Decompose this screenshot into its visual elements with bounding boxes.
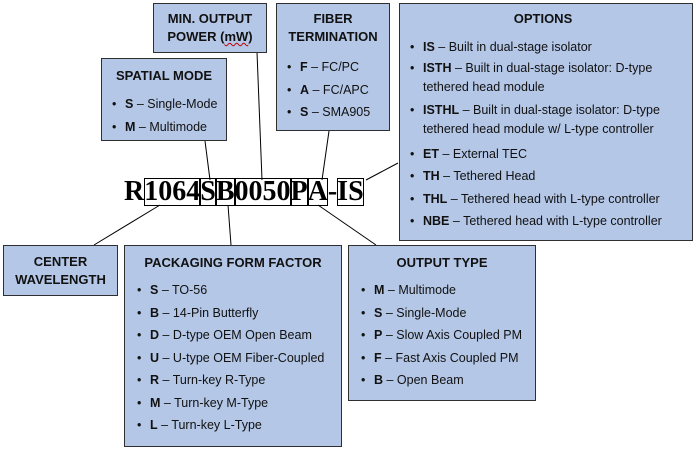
connector-spatial-mode [204, 140, 211, 181]
part-number-code: R1064SB0050PA-IS [124, 178, 364, 206]
list-item: ISTH – Built in dual-stage isolator: D-t… [408, 59, 686, 97]
center-wavelength-box: CENTER WAVELENGTH [3, 245, 118, 296]
list-item: U – U-type OEM Fiber-Coupled [135, 347, 341, 370]
list-item: ISTHL – Built in dual-stage isolator: D-… [408, 101, 686, 139]
spatial-mode-title: SPATIAL MODE [115, 68, 213, 83]
connector-options [365, 162, 399, 181]
list-item: M – Turn-key M-Type [135, 392, 341, 415]
code-segment-dash: - [327, 176, 338, 207]
connector-center-wavelength [93, 204, 161, 246]
min-output-power-title-line1: MIN. OUTPUT [167, 11, 253, 26]
fiber-termination-box: FIBER TERMINATION F – FC/PC A – FC/APC S… [276, 3, 390, 131]
packaging-form-factor-box: PACKAGING FORM FACTOR S – TO-56 B – 14-P… [124, 245, 342, 447]
code-segment-packaging: B [215, 176, 235, 207]
list-item: A – FC/APC [285, 79, 389, 102]
connector-fiber-termination [321, 130, 330, 181]
packaging-list: S – TO-56 B – 14-Pin Butterfly D – D-typ… [135, 279, 341, 437]
list-item: NBE – Tethered head with L-type controll… [408, 210, 686, 233]
output-type-list: M – Multimode S – Single-Mode P – Slow A… [359, 279, 535, 392]
list-item: IS – Built in dual-stage isolator [408, 36, 686, 59]
connector-output-type [317, 204, 377, 246]
spatial-mode-list: S – Single-Mode M – Multimode [110, 93, 226, 138]
list-item: F – Fast Axis Coupled PM [359, 347, 535, 370]
center-wavelength-title: CENTER WAVELENGTH [15, 254, 106, 287]
code-segment-output-type: P [290, 176, 308, 207]
list-item: P – Slow Axis Coupled PM [359, 324, 535, 347]
packaging-title: PACKAGING FORM FACTOR [144, 255, 322, 270]
list-item: F – FC/PC [285, 56, 389, 79]
list-item: S – TO-56 [135, 279, 341, 302]
options-box: OPTIONS IS – Built in dual-stage isolato… [399, 3, 693, 241]
min-output-power-title: MIN. OUTPUT POWER (mW) [154, 10, 266, 46]
list-item: M – Multimode [359, 279, 535, 302]
list-item: S – SMA905 [285, 101, 389, 124]
list-item: D – D-type OEM Open Beam [135, 324, 341, 347]
spatial-mode-box: SPATIAL MODE S – Single-Mode M – Multimo… [101, 58, 227, 141]
options-list: IS – Built in dual-stage isolator ISTH –… [408, 36, 686, 233]
list-item: L – Turn-key L-Type [135, 414, 341, 437]
code-segment-power: 0050 [234, 176, 291, 207]
list-item: B – Open Beam [359, 369, 535, 392]
code-segment-product: R [124, 176, 145, 207]
output-type-box: OUTPUT TYPE M – Multimode S – Single-Mod… [348, 245, 536, 401]
unit-mw: mW [224, 29, 249, 44]
code-segment-spatial-mode: S [200, 176, 216, 207]
list-item: TH – Tethered Head [408, 165, 686, 188]
fiber-termination-title: FIBER TERMINATION [288, 11, 378, 44]
connector-packaging [227, 204, 232, 246]
list-item: ET – External TEC [408, 143, 686, 166]
list-item: R – Turn-key R-Type [135, 369, 341, 392]
list-item: B – 14-Pin Butterfly [135, 302, 341, 325]
list-item: S – Single-Mode [359, 302, 535, 325]
min-output-power-title-line2: POWER (mW) [167, 29, 253, 44]
min-output-power-box: MIN. OUTPUT POWER (mW) [153, 3, 267, 53]
list-item: THL – Tethered head with L-type controll… [408, 188, 686, 211]
options-title: OPTIONS [513, 11, 573, 26]
code-segment-wavelength: 1064 [144, 176, 201, 207]
code-segment-options: IS [337, 176, 364, 207]
list-item: M – Multimode [110, 116, 226, 139]
connector-min-output-power [256, 51, 263, 181]
code-segment-fiber-termination: A [307, 176, 328, 207]
list-item: S – Single-Mode [110, 93, 226, 116]
output-type-title: OUTPUT TYPE [396, 255, 488, 270]
fiber-termination-list: F – FC/PC A – FC/APC S – SMA905 [285, 56, 389, 124]
